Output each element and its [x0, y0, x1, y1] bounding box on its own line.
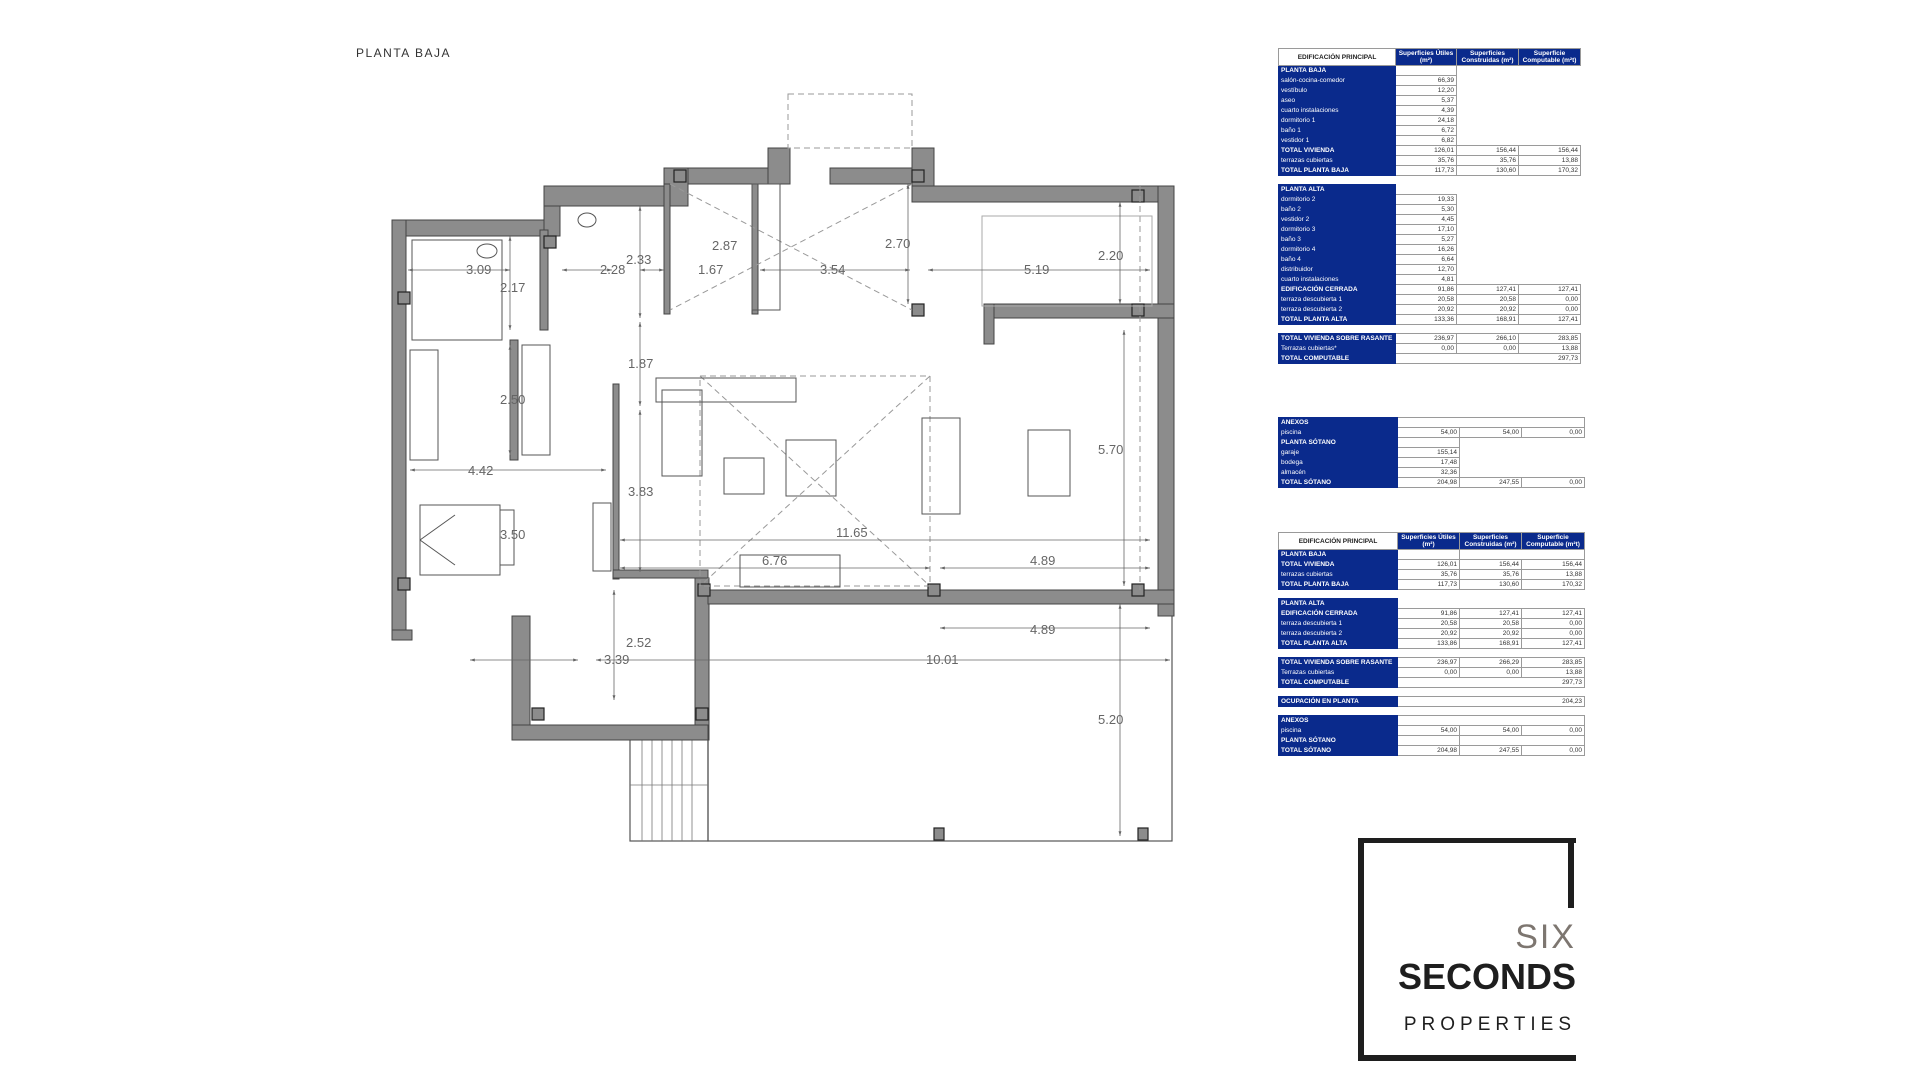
col-header: Superficies Útiles (m²): [1397, 532, 1460, 550]
dimension-labels: 3.09 2.17 2.28 2.33 1.67 2.87 3.54 2.70 …: [466, 236, 1123, 727]
svg-text:4.89: 4.89: [1030, 553, 1055, 568]
section-label: ANEXOS: [1278, 715, 1398, 726]
logo-seconds: SECONDS: [1397, 956, 1576, 997]
dimension-lines: [408, 184, 1170, 836]
logo-frame-right: [1568, 838, 1574, 908]
exterior-terrace: [629, 592, 1173, 842]
svg-text:5.19: 5.19: [1024, 262, 1049, 277]
svg-text:3.39: 3.39: [604, 652, 629, 667]
svg-text:3.50: 3.50: [500, 527, 525, 542]
svg-text:2.87: 2.87: [712, 238, 737, 253]
svg-text:6.76: 6.76: [762, 553, 787, 568]
svg-text:5.20: 5.20: [1098, 712, 1123, 727]
col-header: EDIFICACIÓN PRINCIPAL: [1278, 48, 1396, 66]
surfaces-table-summary: EDIFICACIÓN PRINCIPAL Superficies Útiles…: [1278, 532, 1585, 756]
svg-text:2.28: 2.28: [600, 262, 625, 277]
columns: [397, 169, 1149, 841]
svg-text:10.01: 10.01: [926, 652, 959, 667]
svg-text:3.54: 3.54: [820, 262, 845, 277]
col-header: Superficie Computable (m²t): [1518, 48, 1581, 66]
svg-text:2.70: 2.70: [885, 236, 910, 251]
svg-text:3.83: 3.83: [628, 484, 653, 499]
svg-text:3.09: 3.09: [466, 262, 491, 277]
section-label: PLANTA SÓTANO: [1278, 735, 1398, 746]
section-label: PLANTA SÓTANO: [1278, 437, 1398, 448]
col-header: Superficies Construidas (m²): [1456, 48, 1519, 66]
section-label: PLANTA BAJA: [1278, 549, 1398, 560]
section-label: ANEXOS: [1278, 417, 1398, 428]
svg-text:5.70: 5.70: [1098, 442, 1123, 457]
svg-text:2.52: 2.52: [626, 635, 651, 650]
col-header: Superficies Útiles (m²): [1395, 48, 1457, 66]
section-label: PLANTA ALTA: [1278, 184, 1396, 195]
six-seconds-logo: SIX SECONDS PROPERTIES: [1358, 838, 1576, 1061]
svg-text:1.87: 1.87: [628, 356, 653, 371]
upper-projection: [669, 93, 1141, 590]
furniture: [409, 183, 1153, 588]
col-header: Superficie Computable (m²t): [1521, 532, 1585, 550]
walls: [391, 147, 1175, 741]
section-label: PLANTA ALTA: [1278, 598, 1398, 609]
logo-properties: PROPERTIES: [1403, 1014, 1576, 1035]
plan-title: PLANTA BAJA: [356, 46, 451, 60]
svg-text:2.33: 2.33: [626, 252, 651, 267]
col-header: EDIFICACIÓN PRINCIPAL: [1278, 532, 1398, 550]
svg-text:4.89: 4.89: [1030, 622, 1055, 637]
svg-text:1.67: 1.67: [698, 262, 723, 277]
svg-text:2.17: 2.17: [500, 280, 525, 295]
svg-text:11.65: 11.65: [836, 525, 868, 540]
section-label: PLANTA BAJA: [1278, 65, 1396, 76]
logo-frame: [1358, 838, 1576, 1061]
floor-plan: 3.09 2.17 2.28 2.33 1.67 2.87 3.54 2.70 …: [391, 93, 1175, 842]
svg-text:4.42: 4.42: [468, 463, 493, 478]
surfaces-table-detailed: EDIFICACIÓN PRINCIPAL Superficies Útiles…: [1278, 48, 1581, 364]
svg-text:2.50: 2.50: [500, 392, 525, 407]
logo-six: SIX: [1515, 918, 1576, 956]
svg-text:2.20: 2.20: [1098, 248, 1123, 263]
col-header: Superficies Construidas (m²): [1459, 532, 1522, 550]
